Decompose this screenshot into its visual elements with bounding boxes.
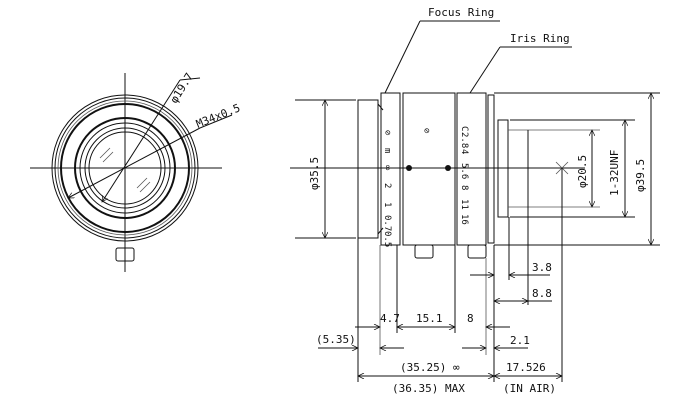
drawing-line — [57, 100, 193, 236]
flange-back-dim: 17.526 — [506, 361, 546, 374]
front-filter-rim — [357, 99, 379, 239]
drawing-line — [179, 77, 201, 81]
drawing-line — [84, 127, 166, 209]
length-max-dim: (36.35) MAX — [392, 382, 465, 395]
scale-mark: 5.6 — [459, 163, 469, 179]
length-infinity-dim: (35.25) ∞ — [400, 361, 460, 374]
drawing-line — [68, 127, 201, 199]
index-dot — [445, 165, 451, 171]
drawing-line — [199, 114, 233, 129]
flange-back-note: (IN AIR) — [503, 382, 556, 395]
drawing-line — [60, 103, 190, 233]
focus-ring-label: Focus Ring — [428, 6, 494, 19]
dim-8-8: 8.8 — [532, 287, 552, 300]
mount-thread-dim: 1-32UNF — [608, 150, 621, 196]
scale-mark: 2 — [382, 183, 392, 188]
scale-mark: 1 — [382, 202, 392, 207]
dim-5-35: (5.35) — [316, 333, 356, 346]
scale-mark: 0.5 — [382, 231, 392, 247]
mount-flange — [497, 119, 509, 218]
focus-lock-screw[interactable] — [414, 244, 434, 259]
iris-lock-screw[interactable] — [467, 244, 487, 259]
scale-mark: 4 — [459, 149, 469, 154]
iris-ring-label: Iris Ring — [510, 32, 570, 45]
drawing-line — [102, 151, 114, 163]
dim-2-1: 2.1 — [510, 334, 530, 347]
drawing-line — [54, 97, 196, 239]
drawing-line — [102, 79, 181, 202]
dim-8: 8 — [467, 312, 474, 325]
scale-mark: ∞ — [382, 165, 392, 171]
dim-3-8: 3.8 — [532, 261, 552, 274]
thread-label: M34x0.5 — [194, 101, 242, 130]
focus-scale: ⊘ m ∞ 2 1 0.7 0.5 — [382, 130, 392, 247]
drawing-line — [139, 181, 151, 193]
index-dot — [406, 165, 412, 171]
drawing-line — [136, 177, 148, 189]
body-diameter-dim: φ39.5 — [634, 159, 647, 192]
scale-mark: C — [459, 126, 469, 131]
drawing-line — [99, 147, 111, 159]
iris-scale: C 2.8 4 5.6 8 11 16 — [459, 126, 469, 225]
dim-15-1: 15.1 — [416, 312, 443, 325]
drawing-line — [79, 122, 171, 214]
drawing-line — [487, 94, 495, 244]
front-view: φ19.7 M34x0.5 — [30, 71, 242, 272]
drawing-line — [469, 46, 501, 94]
scale-mark: ⊘ — [382, 130, 392, 135]
drawing-line — [74, 117, 176, 219]
front-diameter-dim: φ35.5 — [308, 157, 321, 190]
scale-mark: 8 — [459, 185, 469, 190]
lock-screw — [115, 247, 135, 262]
focus-ring[interactable] — [380, 92, 401, 246]
body-mark: ⊘ — [421, 128, 431, 133]
rear-diameter-dim: φ20.5 — [576, 155, 589, 188]
dim-4-7: 4.7 — [380, 312, 400, 325]
drawing-line — [384, 20, 421, 94]
inner-diameter-label: φ19.7 — [168, 71, 197, 106]
scale-mark: 2.8 — [459, 132, 469, 148]
scale-mark: 11 — [459, 199, 469, 210]
scale-mark: 0.7 — [382, 215, 392, 231]
scale-mark: 16 — [459, 214, 469, 225]
lens-glass — [88, 131, 162, 205]
outer-circle — [51, 94, 199, 242]
side-view: ⊘ m ∞ 2 1 0.7 0.5 ⊘ C 2.8 4 5.6 8 11 16 … — [290, 6, 660, 395]
scale-mark: m — [382, 148, 392, 153]
